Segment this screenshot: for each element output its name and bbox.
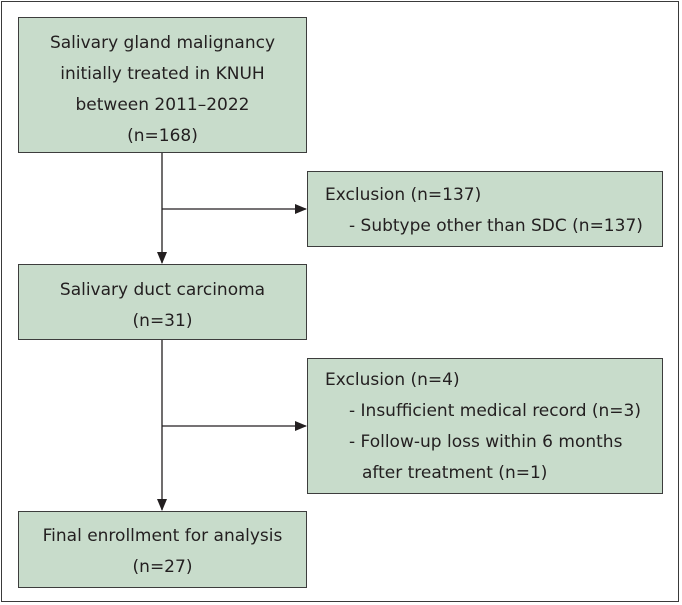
- exclusion-1-item: - Subtype other than SDC (n=137): [349, 216, 643, 236]
- start-line: initially treated in KNUH: [60, 64, 265, 84]
- start-line: Salivary gland malignancy: [49, 33, 276, 53]
- sdc-line: Salivary duct carcinoma: [59, 280, 266, 300]
- start-line: between 2011–2022: [75, 95, 250, 115]
- exclusion-2-item: - Follow-up loss within 6 months: [349, 432, 623, 452]
- exclusion-2-title: Exclusion (n=4): [325, 370, 460, 390]
- final-enrollment-box: Final enrollment for analysis (n=27): [18, 511, 307, 588]
- sdc-count: (n=31): [132, 311, 193, 331]
- exclusion-1-title: Exclusion (n=137): [325, 185, 482, 205]
- exclusion-2-item: after treatment (n=1): [362, 463, 548, 483]
- exclusion-box-2: Exclusion (n=4) - Insufficient medical r…: [307, 358, 663, 494]
- start-count: (n=168): [127, 126, 198, 146]
- exclusion-2-item: - Insufficient medical record (n=3): [349, 401, 641, 421]
- exclusion-box-1: Exclusion (n=137) - Subtype other than S…: [307, 171, 663, 247]
- final-line: Final enrollment for analysis: [42, 526, 283, 546]
- sdc-cohort-box: Salivary duct carcinoma (n=31): [18, 264, 307, 340]
- final-count: (n=27): [132, 557, 193, 577]
- start-cohort-box: Salivary gland malignancy initially trea…: [18, 17, 307, 153]
